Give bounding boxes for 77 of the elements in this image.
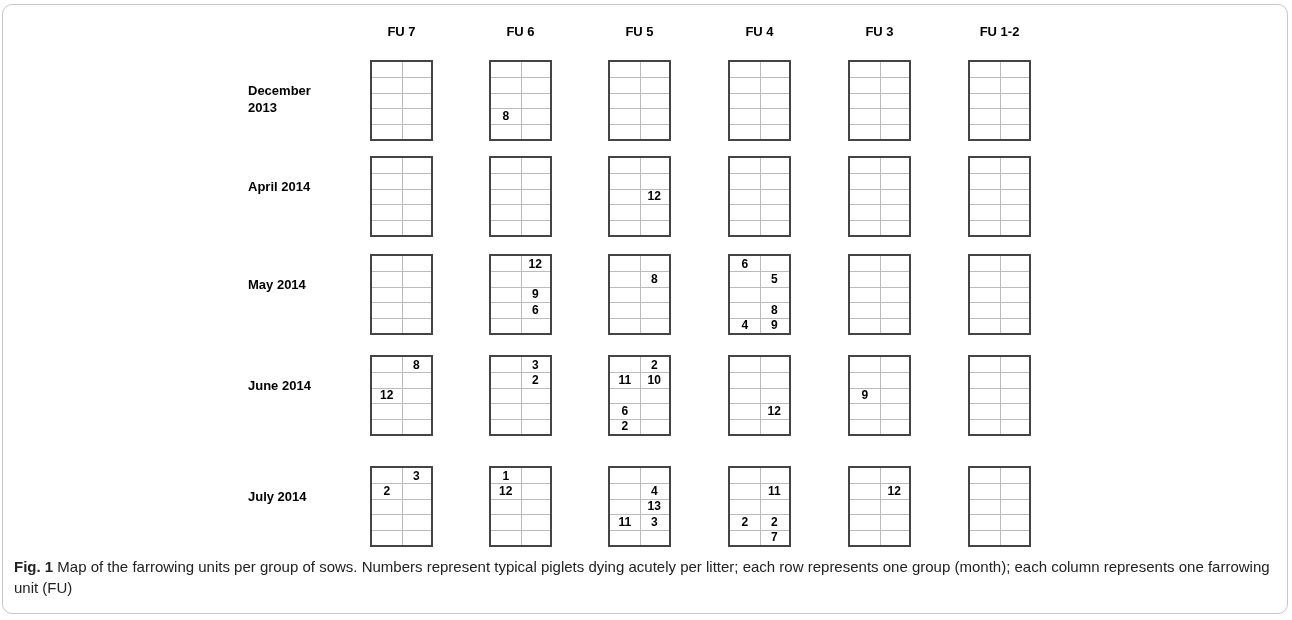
farrowing-unit-box <box>848 254 911 335</box>
row-label: May 2014 <box>248 276 307 293</box>
row-label: July 2014 <box>248 488 308 505</box>
cell-number: 2 <box>620 420 630 433</box>
farrowing-unit-box <box>728 60 791 141</box>
farrowing-unit-box <box>848 355 911 436</box>
cell-number: 5 <box>769 273 779 286</box>
row-label: April 2014 <box>248 178 312 195</box>
cell-number: 12 <box>498 485 514 498</box>
cell-number: 8 <box>411 358 421 371</box>
farrowing-unit-box <box>489 466 552 547</box>
figure-caption: Fig. 1 Map of the farrowing units per group of sows. Numbers represent typical piglets dying acutely per litter; each row represents one group (month); each column represents one farrowing unit (FU) <box>14 557 1271 598</box>
cell-number: 2 <box>740 515 750 528</box>
farrowing-unit-box <box>608 254 671 335</box>
cell-number: 9 <box>860 389 870 402</box>
cell-number: 8 <box>649 273 659 286</box>
cell-number: 10 <box>646 374 662 387</box>
row-label: December 2013 <box>248 82 312 116</box>
farrowing-unit-box <box>968 466 1031 547</box>
farrowing-unit-box <box>848 466 911 547</box>
cell-number: 8 <box>769 303 779 316</box>
farrowing-unit-box <box>370 254 433 335</box>
farrowing-unit-box <box>370 156 433 237</box>
cell-number: 12 <box>379 389 395 402</box>
farrowing-unit-box <box>728 355 791 436</box>
column-header: FU 6 <box>505 23 536 41</box>
cell-number: 12 <box>766 404 782 417</box>
farrowing-unit-box <box>370 466 433 547</box>
cell-number: 11 <box>617 374 633 387</box>
farrowing-unit-box <box>968 156 1031 237</box>
cell-number: 9 <box>769 319 779 332</box>
cell-number: 13 <box>646 500 662 513</box>
farrowing-unit-box <box>728 254 791 335</box>
cell-number: 8 <box>501 109 511 122</box>
cell-number: 4 <box>649 485 659 498</box>
cell-number: 4 <box>740 319 750 332</box>
cell-number: 3 <box>649 515 659 528</box>
farrowing-unit-box <box>608 355 671 436</box>
column-header: FU 1-2 <box>978 23 1021 41</box>
cell-number: 7 <box>769 531 779 544</box>
cell-number: 11 <box>766 485 782 498</box>
column-header: FU 3 <box>864 23 895 41</box>
farrowing-unit-box <box>608 60 671 141</box>
farrowing-unit-box <box>608 466 671 547</box>
cell-number: 2 <box>769 515 779 528</box>
cell-number: 12 <box>886 485 902 498</box>
farrowing-unit-box <box>489 355 552 436</box>
farrowing-unit-box <box>968 254 1031 335</box>
farrowing-unit-box <box>370 60 433 141</box>
farrowing-unit-box <box>728 466 791 547</box>
cell-number: 11 <box>617 515 633 528</box>
farrowing-unit-box <box>968 60 1031 141</box>
cell-number: 12 <box>646 190 662 203</box>
farrowing-unit-box <box>489 156 552 237</box>
column-header: FU 4 <box>744 23 775 41</box>
cell-number: 6 <box>530 303 540 316</box>
cell-number: 2 <box>530 374 540 387</box>
cell-number: 2 <box>382 485 392 498</box>
row-label: June 2014 <box>248 377 312 394</box>
farrowing-unit-box <box>370 355 433 436</box>
farrowing-unit-box <box>489 254 552 335</box>
column-header: FU 7 <box>386 23 417 41</box>
cell-number: 3 <box>411 469 421 482</box>
cell-number: 6 <box>620 404 630 417</box>
cell-number: 12 <box>527 257 543 270</box>
cell-number: 1 <box>501 469 511 482</box>
farrowing-unit-box <box>608 156 671 237</box>
cell-number: 9 <box>530 288 540 301</box>
farrowing-unit-box <box>968 355 1031 436</box>
farrowing-unit-box <box>489 60 552 141</box>
column-header: FU 5 <box>624 23 655 41</box>
cell-number: 3 <box>530 358 540 371</box>
cell-number: 6 <box>740 257 750 270</box>
cell-number: 2 <box>649 358 659 371</box>
farrowing-unit-box <box>848 60 911 141</box>
farrowing-unit-box <box>848 156 911 237</box>
farrowing-unit-box <box>728 156 791 237</box>
